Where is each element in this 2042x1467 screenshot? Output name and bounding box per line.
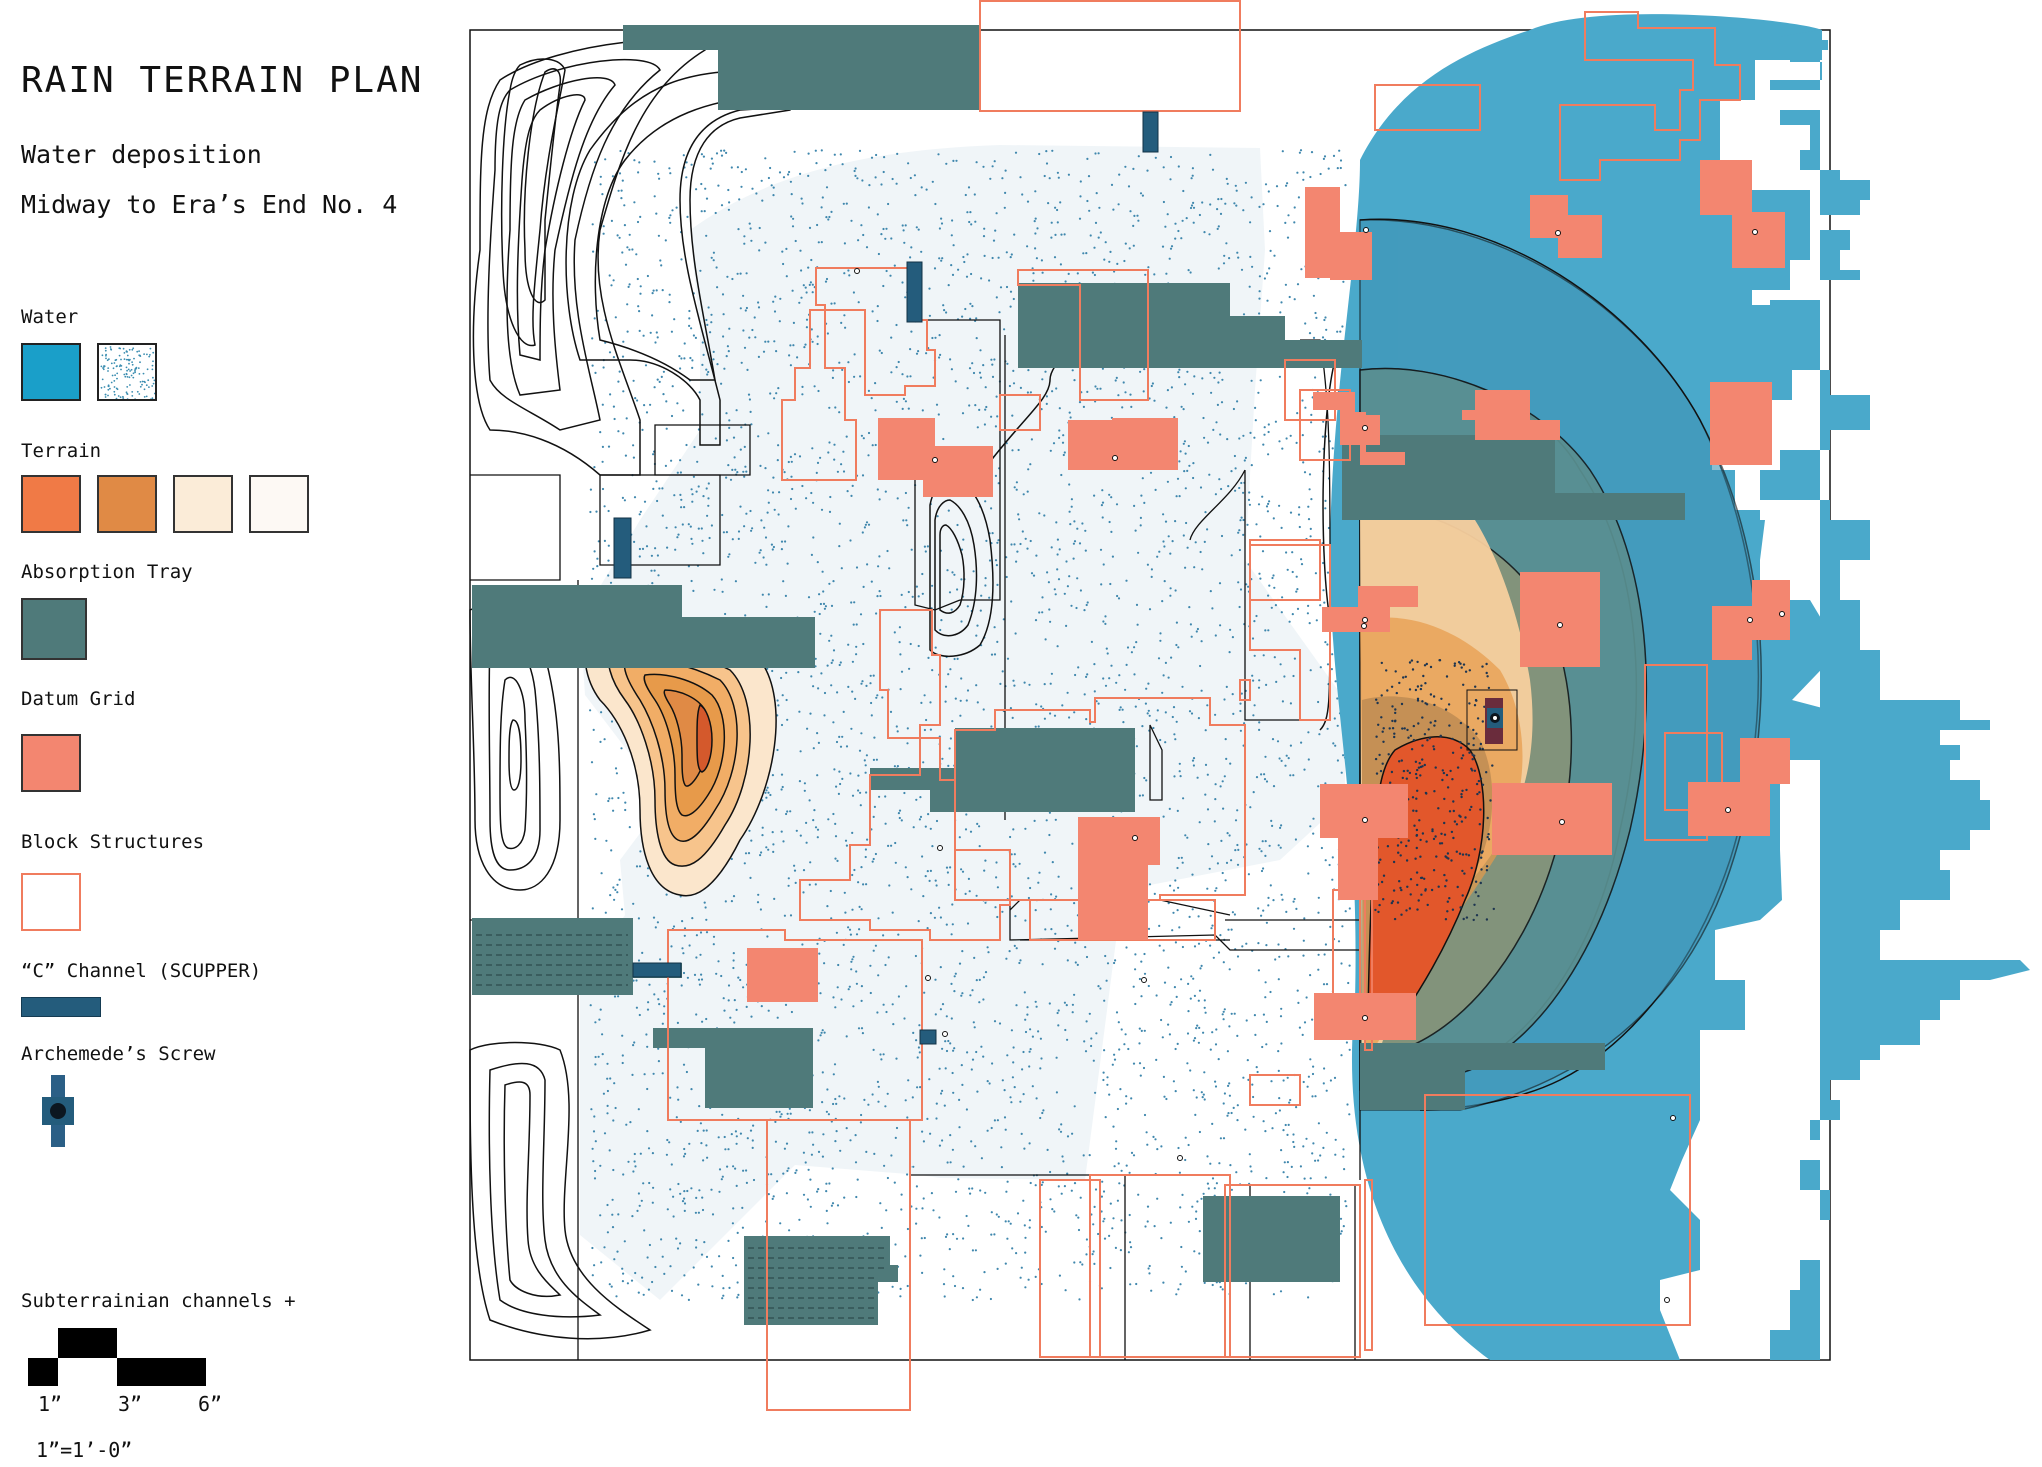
c-channel (632, 962, 682, 978)
absorption-tray (623, 25, 980, 110)
survey-points (854, 227, 1785, 1303)
absorption-tray (653, 1028, 813, 1108)
legend-datum-grid-label: Datum Grid (21, 688, 136, 710)
water-swatch (21, 343, 81, 401)
survey-point (932, 457, 938, 463)
survey-point (1559, 819, 1565, 825)
block-structure (1424, 1094, 1691, 1326)
legend-terrain-label: Terrain (21, 440, 102, 462)
tray-hatching (476, 934, 885, 1319)
c-channel (906, 261, 923, 323)
block-structure (1374, 84, 1481, 131)
survey-point (1492, 715, 1498, 721)
block-structure (999, 394, 1041, 431)
survey-point (1177, 1155, 1183, 1161)
legend-c-channel-label: “C” Channel (SCUPPER) (21, 960, 262, 982)
scale-label-1: 1” (38, 1392, 63, 1416)
survey-point (1362, 817, 1368, 823)
survey-point (1555, 230, 1561, 236)
page-title: RAIN TERRAIN PLAN (21, 60, 424, 101)
block-structure (1224, 1184, 1361, 1358)
terrain-swatch-light (173, 475, 233, 533)
legend-block-structures-label: Block Structures (21, 831, 205, 853)
survey-point (1141, 977, 1147, 983)
block-structure (1249, 539, 1321, 601)
terrain-swatch-pale (249, 475, 309, 533)
survey-point (1362, 425, 1368, 431)
datum-grid-blocks (747, 160, 1790, 1040)
subtitle-water-deposition: Water deposition (21, 140, 262, 169)
scale-bar (28, 1328, 206, 1386)
block-structure (1239, 679, 1251, 701)
c-channel (919, 1029, 937, 1045)
terrain-swatch-dark (21, 475, 81, 533)
survey-point (1752, 229, 1758, 235)
block-structure (1249, 1074, 1301, 1106)
block-structure (766, 1119, 911, 1411)
scale-label-6: 6” (198, 1392, 223, 1416)
survey-point (942, 1031, 948, 1037)
scale-ratio: 1”=1’-0” (36, 1438, 133, 1462)
block-structure (1644, 664, 1708, 841)
subtitle-series: Midway to Era’s End No. 4 (21, 190, 398, 219)
block-structure (1249, 544, 1331, 721)
absorption-tray (1360, 1080, 1460, 1110)
survey-point (1557, 622, 1563, 628)
legend-absorption-tray-label: Absorption Tray (21, 561, 193, 583)
survey-point (854, 268, 860, 274)
water-stipple-swatch (97, 343, 157, 401)
block-structure (979, 0, 1241, 112)
block-structures-swatch (21, 873, 81, 931)
survey-point (1132, 835, 1138, 841)
block-structure (1017, 269, 1149, 401)
archimedes-screw-icon (42, 1075, 74, 1147)
survey-point (1363, 227, 1369, 233)
c-channel-swatch (21, 997, 101, 1017)
survey-point (1361, 623, 1367, 629)
terrain-swatch-mid (97, 475, 157, 533)
terrain-plan-drawing (469, 0, 2030, 1411)
absorption-tray (1203, 1196, 1340, 1282)
absorption-tray (1018, 283, 1362, 368)
block-structure (1029, 899, 1216, 941)
terrain-hill-left (584, 625, 777, 897)
legend-panel: RAIN TERRAIN PLAN Water deposition Midwa… (0, 0, 460, 1467)
survey-point (1362, 1015, 1368, 1021)
c-channel (1142, 111, 1159, 153)
block-structure (1284, 359, 1336, 421)
absorption-tray (870, 728, 1135, 812)
survey-point (937, 845, 943, 851)
survey-point (1664, 1297, 1670, 1303)
terrain-hill-right (1360, 504, 1533, 1060)
c-channels (613, 111, 1159, 1045)
scale-label-3: 3” (118, 1392, 143, 1416)
survey-point (1112, 455, 1118, 461)
block-structure (954, 697, 1246, 901)
legend-water-label: Water (21, 306, 79, 328)
c-channel (613, 517, 632, 579)
survey-point (1779, 611, 1785, 617)
block-structure (667, 929, 923, 1121)
absorption-tray (1342, 435, 1685, 520)
datum-grid-swatch (21, 734, 81, 792)
legend-subterranean-label: Subterrainian channels + (21, 1290, 296, 1312)
survey-point (1670, 1115, 1676, 1121)
survey-point (1747, 617, 1753, 623)
absorption-tray-swatch (21, 598, 87, 660)
block-structure (781, 267, 936, 481)
legend-archimedes-screw-label: Archemede’s Screw (21, 1043, 216, 1065)
survey-point (925, 975, 931, 981)
block-structure (1364, 1179, 1373, 1351)
block-structure (799, 609, 1011, 941)
block-structure (1299, 389, 1351, 461)
absorption-tray (472, 918, 682, 995)
block-structure (1559, 11, 1741, 181)
absorption-tray (472, 585, 815, 668)
survey-point (1725, 807, 1731, 813)
survey-point (1362, 617, 1368, 623)
